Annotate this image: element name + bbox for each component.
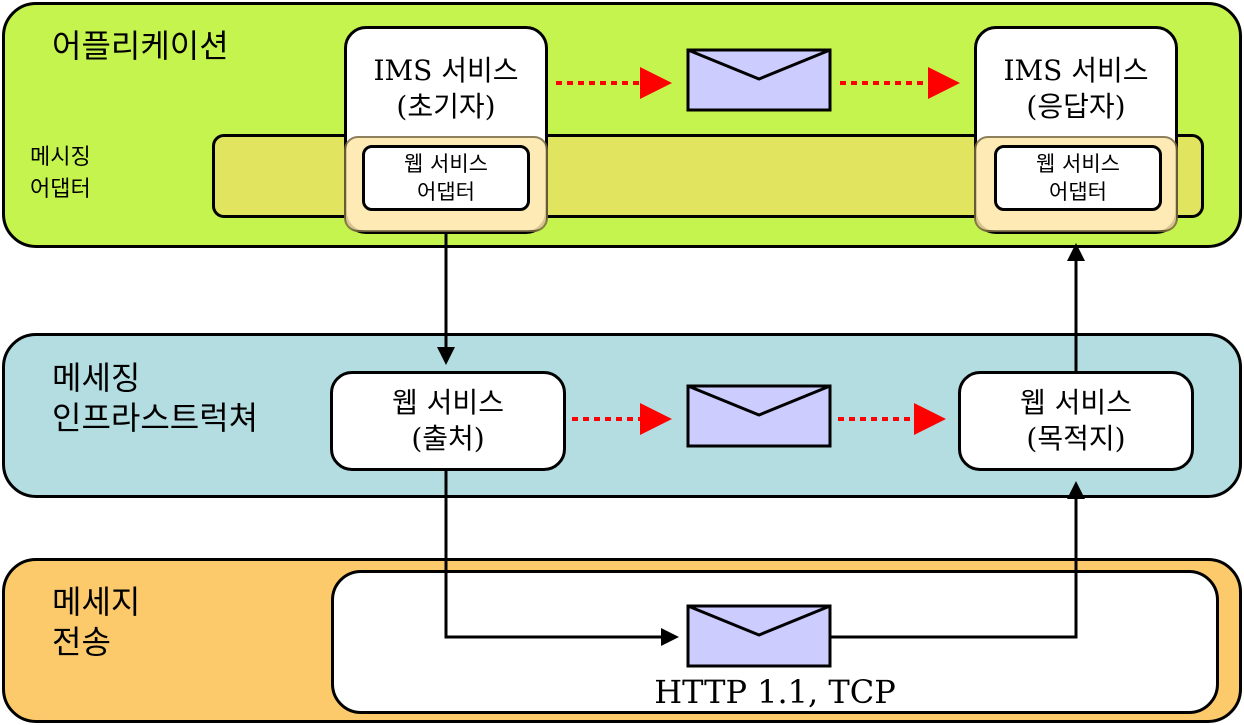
ws-adapter-right-line1: 웹 서비스 — [1036, 152, 1120, 176]
envelope-icon-transport — [686, 604, 832, 668]
infrastructure-title-line1: 메세징 — [52, 359, 141, 397]
ims-initiator-line1: IMS 서비스 — [373, 54, 519, 87]
transport-title-line2: 전송 — [52, 623, 111, 661]
infrastructure-layer-title: 메세징 인프라스트럭쳐 — [52, 358, 258, 438]
web-service-adapter-left: 웹 서비스 어댑터 — [362, 145, 530, 211]
web-service-adapter-right: 웹 서비스 어댑터 — [994, 145, 1162, 211]
ws-destination-line1: 웹 서비스 — [1020, 386, 1132, 419]
ws-destination-line2: (목적지) — [1026, 422, 1126, 455]
ims-responder-line1: IMS 서비스 — [1003, 54, 1149, 87]
envelope-icon-infrastructure — [686, 384, 832, 448]
ims-initiator-line2: (초기자) — [396, 90, 496, 123]
messaging-adapter-label: 메시징 어댑터 — [30, 142, 91, 206]
messaging-adapter-label-line1: 메시징 — [30, 145, 91, 170]
web-service-destination: 웹 서비스 (목적지) — [958, 371, 1194, 471]
ims-responder-line2: (응답자) — [1026, 90, 1126, 123]
infrastructure-title-line2: 인프라스트럭쳐 — [52, 399, 259, 437]
ws-adapter-left-line1: 웹 서비스 — [404, 152, 488, 176]
flow-arrow-transport-to-destination — [830, 481, 1085, 639]
messaging-adapter-label-line2: 어댑터 — [30, 177, 91, 202]
ws-adapter-right-line2: 어댑터 — [1049, 180, 1107, 204]
flow-arrow-source-to-transport — [444, 470, 679, 646]
ws-adapter-left-line2: 어댑터 — [417, 180, 475, 204]
ws-source-line1: 웹 서비스 — [392, 386, 504, 419]
transport-layer-title: 메세지 전송 — [52, 582, 140, 662]
protocol-label: HTTP 1.1, TCP — [654, 673, 896, 711]
ws-source-line2: (출처) — [411, 422, 485, 455]
web-service-source: 웹 서비스 (출처) — [330, 371, 566, 471]
application-layer-title: 어플리케이션 — [52, 27, 229, 65]
transport-title-line1: 메세지 — [52, 583, 141, 621]
envelope-icon-application — [686, 48, 832, 112]
